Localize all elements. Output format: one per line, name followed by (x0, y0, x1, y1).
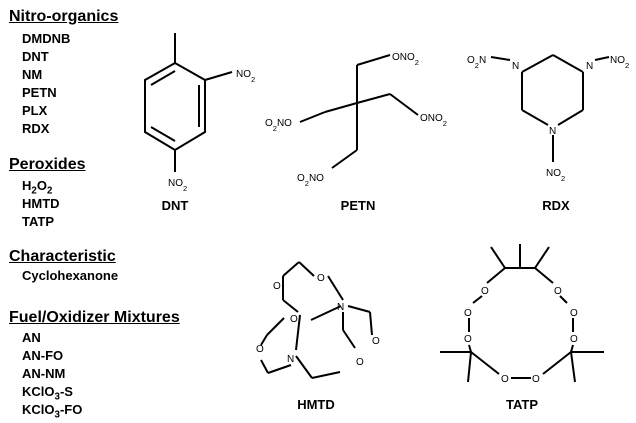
tatp-atom-label: O (532, 374, 540, 385)
rdx-atom-label: N (549, 126, 556, 137)
list-item: AN-NM (22, 366, 66, 381)
list-item: AN-FO (22, 348, 64, 363)
caption-rdx: RDX (542, 198, 570, 213)
hmtd-atom-label: O (273, 281, 281, 292)
dnt-structure: NO2 NO2 (144, 33, 255, 193)
list-item: KClO3-S (22, 384, 73, 403)
hmtd-atom-label: O (356, 357, 364, 368)
petn-structure: ONO2 O2NO ONO2 O2NO (265, 52, 447, 188)
hmtd-structure: O O O O O O N N (256, 261, 380, 379)
category-title-fuel-oxidizer-mixtures: Fuel/Oxidizer Mixtures (9, 309, 180, 326)
dnt-group-label: NO2 (236, 69, 255, 84)
tatp-atom-label: O (501, 374, 509, 385)
structures-diagram: NO2 NO2 ONO2 O2NO ONO2 O2NO N N N O2N NO… (144, 33, 629, 385)
petn-group-label: O2NO (265, 118, 292, 133)
tatp-atom-label: O (481, 286, 489, 297)
hmtd-atom-label: N (287, 354, 294, 365)
caption-hmtd: HMTD (297, 397, 335, 412)
tatp-atom-label: O (570, 334, 578, 345)
rdx-group-label: NO2 (610, 55, 629, 70)
petn-group-label: ONO2 (420, 113, 447, 128)
list-item: RDX (22, 121, 50, 136)
category-title-peroxides: Peroxides (9, 156, 86, 173)
caption-tatp: TATP (505, 397, 538, 412)
tatp-atom-label: O (570, 308, 578, 319)
list-item: HMTD (22, 196, 60, 211)
category-title-nitro-organics: Nitro-organics (9, 8, 119, 25)
list-item: DNT (22, 49, 49, 64)
list-item: PETN (22, 85, 57, 100)
petn-group-label: O2NO (297, 173, 324, 188)
dnt-group-label: NO2 (168, 178, 187, 193)
rdx-atom-label: N (512, 61, 519, 72)
rdx-group-label: O2N (467, 55, 486, 70)
caption-petn: PETN (340, 198, 376, 213)
rdx-atom-label: N (586, 61, 593, 72)
list-item: H2O2 (22, 178, 53, 197)
hmtd-atom-label: O (372, 336, 380, 347)
rdx-group-label: NO2 (546, 168, 565, 183)
tatp-atom-label: O (464, 334, 472, 345)
tatp-atom-label: O (464, 308, 472, 319)
hmtd-atom-label: O (256, 344, 264, 355)
list-item: PLX (22, 103, 48, 118)
tatp-structure: O O O O O O O O (440, 244, 604, 385)
hmtd-atom-label: O (290, 314, 298, 325)
list-item: TATP (22, 214, 55, 229)
caption-dnt: DNT (161, 198, 189, 213)
petn-group-label: ONO2 (392, 52, 419, 67)
list-item: DMDNB (22, 31, 71, 46)
list-item: NM (22, 67, 43, 82)
list-item: AN (22, 330, 41, 345)
hmtd-atom-label: N (337, 302, 344, 313)
rdx-structure: N N N O2N NO2 NO2 (467, 54, 629, 183)
hmtd-atom-label: O (317, 273, 325, 284)
category-title-characteristic: Characteristic (9, 248, 116, 265)
tatp-atom-label: O (554, 286, 562, 297)
list-item: Cyclohexanone (22, 268, 119, 283)
